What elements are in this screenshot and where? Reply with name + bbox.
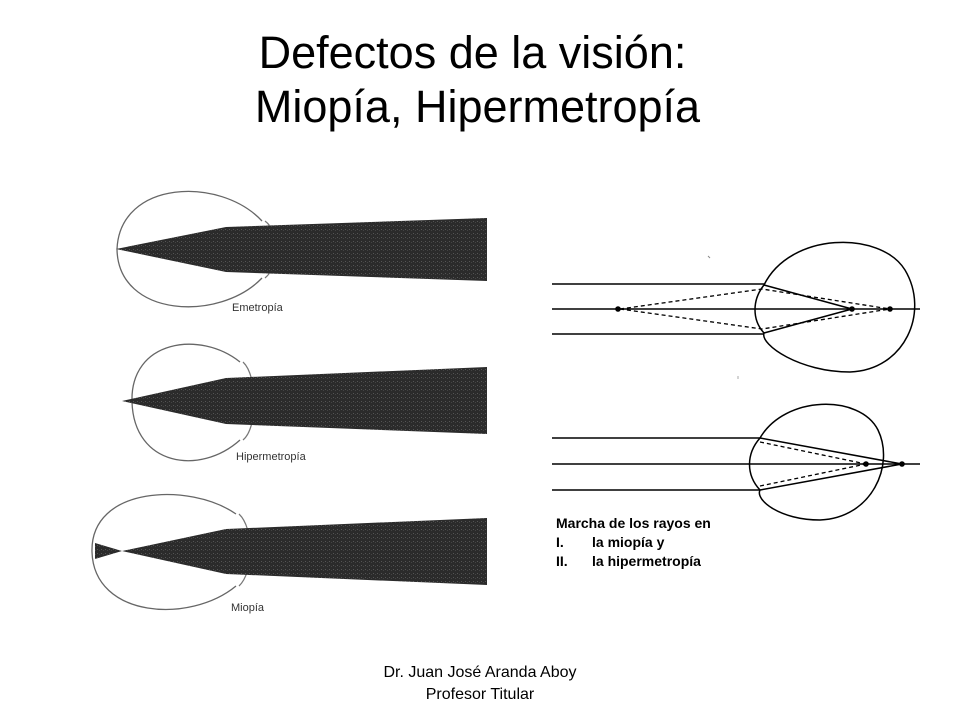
- label-emetropia: Emetropía: [232, 302, 283, 314]
- myopia-dashed-top: [619, 288, 891, 310]
- myopia-far-point: [615, 306, 621, 312]
- hyperopia-refracted-top: [759, 437, 903, 465]
- hyperopia-dashed-top: [759, 441, 867, 465]
- myopia-focus-point: [849, 306, 855, 312]
- myopia-eye: [91, 493, 487, 611]
- title-line-2: Miopía, Hipermetropía: [254, 81, 701, 132]
- myopia-retina-point: [887, 306, 893, 312]
- myopia-refracted-top: [763, 284, 853, 310]
- hyperopia-focus-point: [899, 461, 905, 467]
- slide-title: Defectos de la visión: Miopía, Hipermetr…: [0, 26, 960, 134]
- myopia-diverging-rays: [95, 543, 122, 559]
- caption-item-2: II. la hipermetropía: [556, 552, 711, 571]
- hyperopia-dashed-bottom: [759, 463, 867, 487]
- myopia-light-beam: [122, 518, 487, 585]
- caption-item-1: I. la miopía y: [556, 533, 711, 552]
- myopia-ray-eyeball: [763, 241, 916, 373]
- caption-item-1-number: I.: [556, 534, 564, 550]
- ray-diagram-caption: Marcha de los rayos en I. la miopía y II…: [556, 514, 711, 571]
- ray-diagram-myopia: [552, 241, 920, 373]
- scan-mark: [707, 255, 711, 259]
- caption-heading: Marcha de los rayos en: [556, 515, 711, 531]
- label-hipermetropia: Hipermetropía: [236, 451, 306, 463]
- hyperopia-light-beam: [122, 367, 487, 434]
- footer-author: Dr. Juan José Aranda Aboy Profesor Titul…: [300, 662, 660, 706]
- title-line-1: Defectos de la visión:: [258, 27, 687, 78]
- hyperopia-ray-eyeball: [758, 403, 885, 521]
- footer-author-name: Dr. Juan José Aranda Aboy: [383, 664, 577, 681]
- hyperopia-eye: [122, 343, 487, 462]
- caption-item-2-text: la hipermetropía: [592, 553, 701, 569]
- myopia-refracted-bottom: [763, 308, 853, 334]
- myopia-eyeball: [91, 493, 237, 611]
- emmetropia-light-beam: [116, 218, 487, 281]
- label-miopia: Miopía: [231, 602, 265, 614]
- hyperopia-retina-point: [863, 461, 869, 467]
- caption-item-1-text: la miopía y: [592, 534, 665, 550]
- ray-diagram-hyperopia: [552, 403, 920, 521]
- caption-item-2-number: II.: [556, 553, 568, 569]
- hyperopia-refracted-bottom: [759, 463, 903, 491]
- footer-author-title: Profesor Titular: [425, 686, 535, 703]
- myopia-dashed-bottom: [619, 308, 891, 330]
- emmetropia-eye: [116, 190, 487, 308]
